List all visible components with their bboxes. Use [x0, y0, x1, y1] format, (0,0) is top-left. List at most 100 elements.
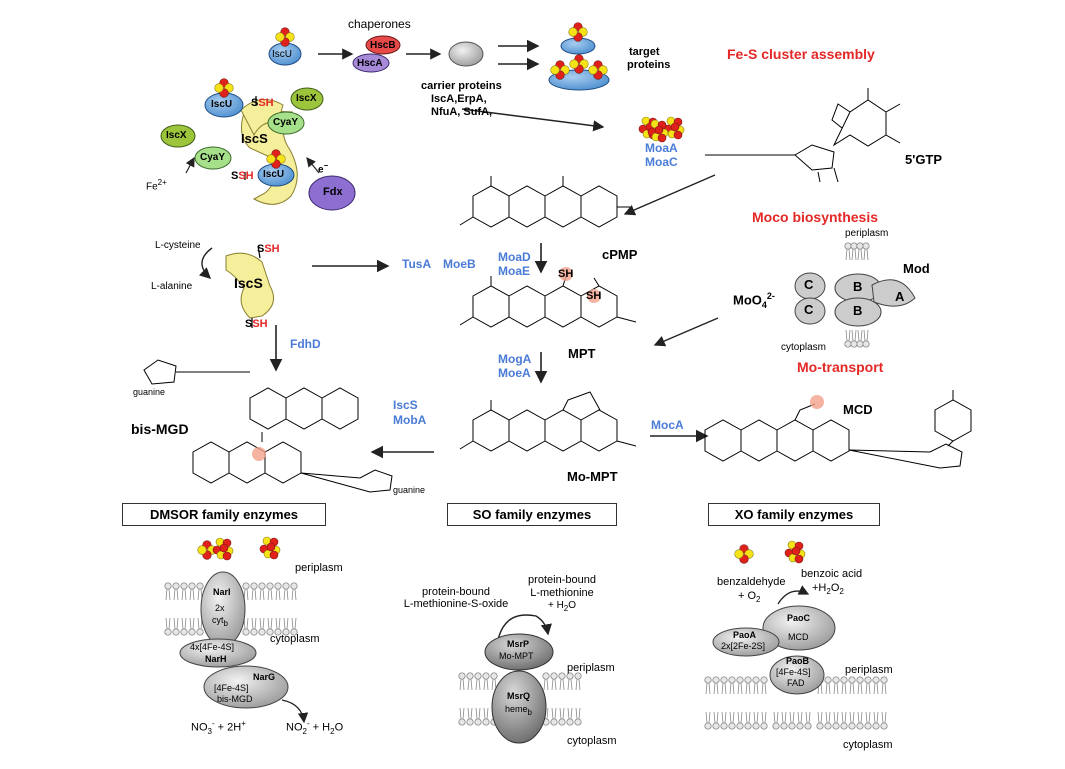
mod-periplasm-label: periplasm — [845, 228, 889, 239]
msrq-sub: hemeb — [505, 704, 532, 717]
fes-title: Fe-S cluster assembly — [727, 46, 875, 62]
narh-label: NarH — [205, 654, 227, 664]
narg-sub2: bis-MGD — [217, 694, 253, 704]
nari-sub1: 2x — [215, 603, 225, 613]
msr-complex — [458, 614, 582, 744]
cpmp-structure — [459, 176, 630, 228]
hsca-label: HscA — [357, 58, 383, 69]
bismgd-structure — [143, 359, 393, 493]
complex-iscu-bottom: IscU — [263, 169, 285, 180]
guanine-top: guanine — [133, 387, 166, 397]
carrier-proteins-label: carrier proteins — [421, 80, 502, 92]
mompt-structure — [459, 391, 637, 452]
so-family-box: SO family enzymes — [447, 503, 617, 526]
msrp-label: MsrP — [507, 639, 530, 649]
pao-cytoplasm: cytoplasm — [843, 739, 893, 751]
msr-product-1: protein-bound — [528, 574, 596, 586]
msr-product-3: + H2O — [547, 600, 577, 613]
mod-label: Mod — [903, 261, 930, 276]
fdhd-label: FdhD — [290, 337, 321, 351]
cpmp-label: cPMP — [602, 247, 638, 262]
nar-reaction-left: NO3- + 2H+ — [191, 719, 246, 736]
moba-label: MobA — [393, 413, 427, 427]
iscs-enzyme-label: IscS — [393, 398, 418, 412]
mpt-structure — [459, 275, 637, 328]
complex-iscs: IscS — [241, 131, 268, 146]
narg-label: NarG — [253, 672, 276, 682]
msr-substrate-2: L-methionine-S-oxide — [403, 598, 509, 610]
moad-label: MoaD — [498, 250, 531, 264]
chaperones-label: chaperones — [348, 17, 411, 31]
mpt-label: MPT — [568, 346, 596, 361]
xo-family-box: XO family enzymes — [708, 503, 880, 526]
moeb-label: MoeB — [443, 257, 476, 271]
carrier-list-1: IscA,ErpA, — [431, 93, 487, 105]
mompt-label: Mo-MPT — [567, 469, 618, 484]
msr-cytoplasm: cytoplasm — [567, 735, 617, 747]
msr-substrate-1: protein-bound — [422, 586, 490, 598]
fdx-label: Fdx — [323, 186, 343, 198]
paoa-label: PaoA — [733, 630, 757, 640]
narg-sub1: [4Fe-4S] — [214, 683, 249, 693]
bismgd-label: bis-MGD — [131, 421, 189, 437]
guanine-bottom: guanine — [393, 485, 426, 495]
msr-periplasm: periplasm — [567, 662, 615, 674]
sh-2: SH — [586, 290, 602, 302]
lalanine-label: L-alanine — [151, 281, 193, 292]
fe2-label: Fe2+ — [146, 178, 167, 193]
target-proteins-1: target — [629, 46, 660, 58]
paoc-label: PaoC — [787, 613, 811, 623]
hscb-label: HscB — [370, 40, 396, 51]
moco-title: Moco biosynthesis — [752, 209, 879, 225]
molybdate-label: MoO42- — [733, 291, 775, 310]
mod-transporter — [794, 242, 916, 348]
mcd-label: MCD — [843, 402, 873, 417]
dmsor-family-box: DMSOR family enzymes — [122, 503, 326, 526]
mod-cytoplasm-label: cytoplasm — [781, 342, 827, 353]
pao-complex — [704, 540, 888, 730]
ssh-top: SSH — [251, 97, 274, 109]
complex-cyay-left: CyaY — [200, 152, 226, 163]
electron-label: e− — [318, 161, 329, 176]
nar-cytoplasm: cytoplasm — [270, 633, 320, 645]
mod-b-bottom: B — [853, 303, 863, 318]
msr-product-2: L-methionine — [530, 587, 594, 599]
mod-c-bottom: C — [804, 302, 814, 317]
iscs-complex — [160, 78, 356, 211]
msrp-sub: Mo-MPT — [499, 651, 534, 661]
pao-product-1: benzoic acid — [801, 568, 863, 580]
lcysteine-label: L-cysteine — [155, 240, 201, 251]
ssh-small-top: SSH — [257, 243, 280, 255]
tusa-label: TusA — [402, 257, 432, 271]
mod-b-top: B — [853, 279, 863, 294]
complex-iscx-left: IscX — [166, 130, 187, 141]
complex-iscx-right: IscX — [296, 93, 317, 104]
ssh-small-bottom: SSH — [245, 318, 268, 330]
moac-label: MoaC — [645, 155, 678, 169]
nari-sub2: cytb — [212, 615, 228, 628]
target-proteins-2: proteins — [627, 59, 671, 71]
moaa-label: MoaA — [645, 141, 678, 155]
iscs-small-label: IscS — [234, 275, 263, 291]
nar-complex — [164, 571, 309, 724]
nar-reaction-right: NO2- + H2O — [286, 719, 344, 736]
complex-cyay-right: CyaY — [273, 117, 299, 128]
mcd-structure — [704, 390, 972, 469]
paob-label: PaoB — [786, 656, 810, 666]
complex-iscu-top: IscU — [211, 99, 233, 110]
gtp-label: 5'GTP — [905, 152, 943, 167]
nari-label: NarI — [213, 587, 231, 597]
moea-label: MoeA — [498, 366, 531, 380]
msrq-label: MsrQ — [507, 691, 531, 701]
carrier-list-2: NfuA, SufA, — [431, 106, 493, 118]
paob-sub1: [4Fe-4S] — [776, 667, 811, 677]
pao-product-2: +H2O2 — [812, 582, 844, 597]
pao-substrate-1: benzaldehyde — [717, 576, 786, 588]
moae-label: MoaE — [498, 264, 531, 278]
mod-c-top: C — [804, 277, 814, 292]
paob-sub2: FAD — [787, 678, 805, 688]
sh-1: SH — [558, 268, 574, 280]
ssh-bottom: SSH — [231, 170, 254, 182]
